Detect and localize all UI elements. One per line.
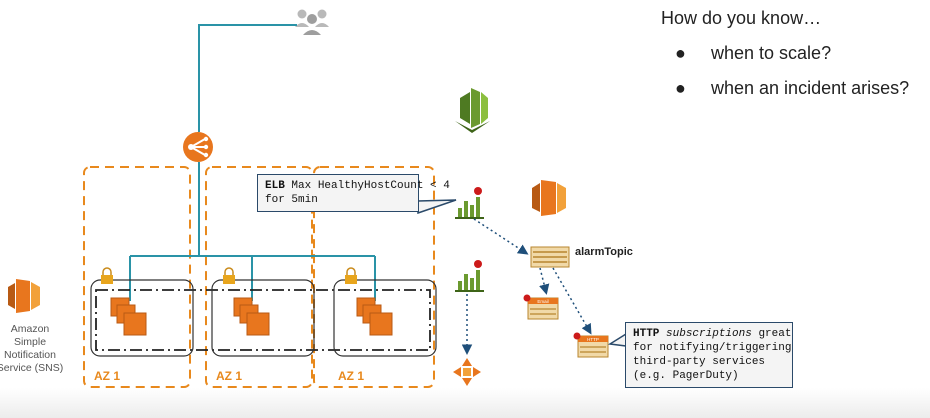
sns-label-line: Service (SNS) [0,362,64,374]
http-emphasis: subscriptions [666,328,752,340]
ec2-instances-icon [356,297,393,336]
elb-condition: Max HealthyHostCount < 4 [284,180,450,192]
email-subscription-icon [523,294,559,320]
http-line: (e.g. PagerDuty) [633,370,739,382]
email-badge-label: Email [537,299,548,304]
slide-heading: How do you know… [661,8,822,28]
elb-keyword: ELB [265,180,285,192]
lock-icon [101,267,113,284]
users-connector [198,24,297,132]
az-label: AZ 1 [338,369,365,383]
alarm-icon [455,260,484,292]
alarm-to-topic-arrow [473,218,529,255]
availability-zone-box [83,166,191,388]
http-badge-label: HTTP [587,337,599,342]
lock-icon [223,267,235,284]
elb-duration: for 5min [265,194,318,206]
bullet-marker: ● [675,78,686,98]
alarm-topic-label: alarmTopic [575,246,633,258]
http-line: third-party services [633,356,766,368]
bullet-marker: ● [675,43,686,63]
az-label: AZ 1 [94,369,121,383]
elb-alarm-callout: ELB Max HealthyHostCount < 4 for 5min [257,174,450,212]
load-balancer-icon [183,132,213,162]
sns-label-line: Simple [13,336,47,348]
http-subscription-icon [573,332,609,358]
ec2-instances-icon [110,297,147,336]
bottom-fade [0,388,930,418]
sns-label-line: Amazon [10,323,50,335]
http-keyword: HTTP [633,328,660,340]
sns-left-icon [8,279,40,313]
az-label: AZ 1 [216,369,243,383]
sns-service-icon [532,180,566,216]
elb-connectors [129,162,376,301]
bullet-text: when an incident arises? [711,78,910,98]
availability-zone-box [205,166,313,388]
lock-icon [345,267,357,284]
http-tail: great [751,328,792,340]
http-line: for notifying/triggering [633,342,792,354]
sns-label: Amazon Simple Notification Service (SNS) [0,323,70,375]
subnet-box [333,279,437,357]
cloudwatch-icon [455,88,490,133]
users-icon [295,9,329,35]
ec2-instances-icon [233,297,270,336]
elb-callout-pointer [417,199,457,215]
availability-zone-box [313,166,435,388]
bullet-item: ● when to scale? [675,43,831,64]
bullet-item: ● when an incident arises? [675,78,909,99]
http-callout-pointer [607,332,627,347]
subnet-box [211,279,315,357]
sns-label-line: Notification [4,349,56,361]
topic-to-email-arrow [539,267,550,295]
bullet-text: when to scale? [711,43,832,63]
auto-scaling-group-boundary [95,289,431,351]
http-subscription-callout: HTTP subscriptions great for notifying/t… [625,322,793,388]
alarm-icon [455,187,484,219]
subnet-box [90,279,194,357]
topic-to-http-arrow [552,267,592,335]
auto-scaling-icon [453,358,481,386]
alarm-topic-icon [530,246,570,268]
